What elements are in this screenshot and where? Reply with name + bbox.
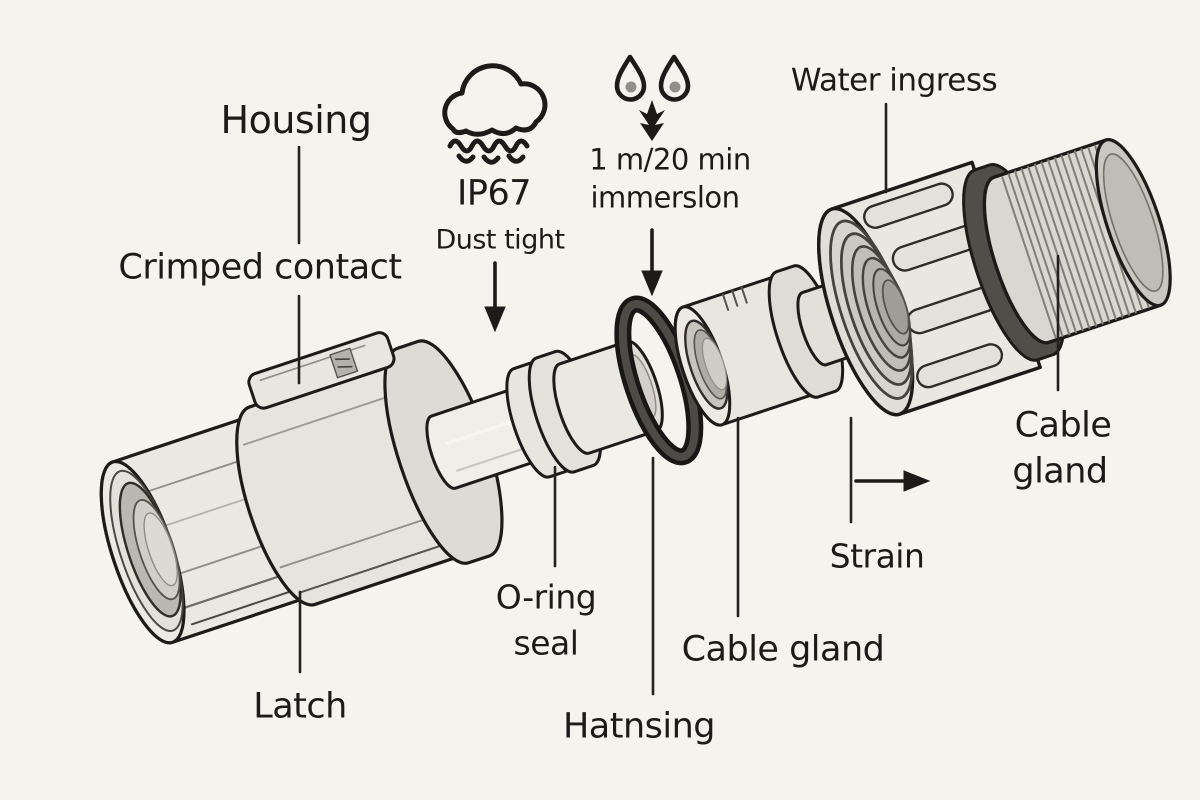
label-cable-gland-right-line2: gland — [1012, 451, 1108, 492]
label-immersion-line2: immerslon — [590, 180, 740, 215]
label-immersion-line1: 1 m/20 min — [589, 142, 751, 177]
droplet-icon — [614, 54, 647, 102]
label-crimped-contact: Crimped contact — [118, 247, 402, 288]
strain-relief-ribbed-gland — [982, 138, 1172, 345]
label-cable-gland-bottom: Cable gland — [681, 629, 885, 670]
label-strain: Strain — [829, 536, 925, 576]
down-arrow-icon — [641, 228, 663, 297]
depth-double-arrow-icon — [639, 100, 665, 141]
label-ip-rating: IP67 — [457, 173, 531, 214]
label-water-ingress: Water ingress — [790, 62, 998, 99]
label-oring-seal-line2: seal — [513, 623, 579, 663]
crimped-contact-pin — [425, 339, 664, 490]
droplet-icon — [658, 54, 691, 102]
down-arrow-icon — [484, 261, 506, 333]
right-arrow-icon — [854, 470, 931, 492]
label-housing: Housing — [220, 98, 372, 142]
label-latch: Latch — [253, 686, 347, 727]
label-dust-tight: Dust tight — [435, 224, 565, 256]
label-oring-seal-line1: O-ring — [495, 577, 597, 617]
leader-lines — [297, 102, 1060, 696]
latch-plate — [247, 331, 396, 410]
housing-marking — [329, 347, 359, 379]
cloud-rain-icon — [442, 63, 548, 165]
label-hatnsing: Hatnsing — [562, 706, 716, 747]
label-cable-gland-right-line1: Cable — [1014, 405, 1112, 446]
